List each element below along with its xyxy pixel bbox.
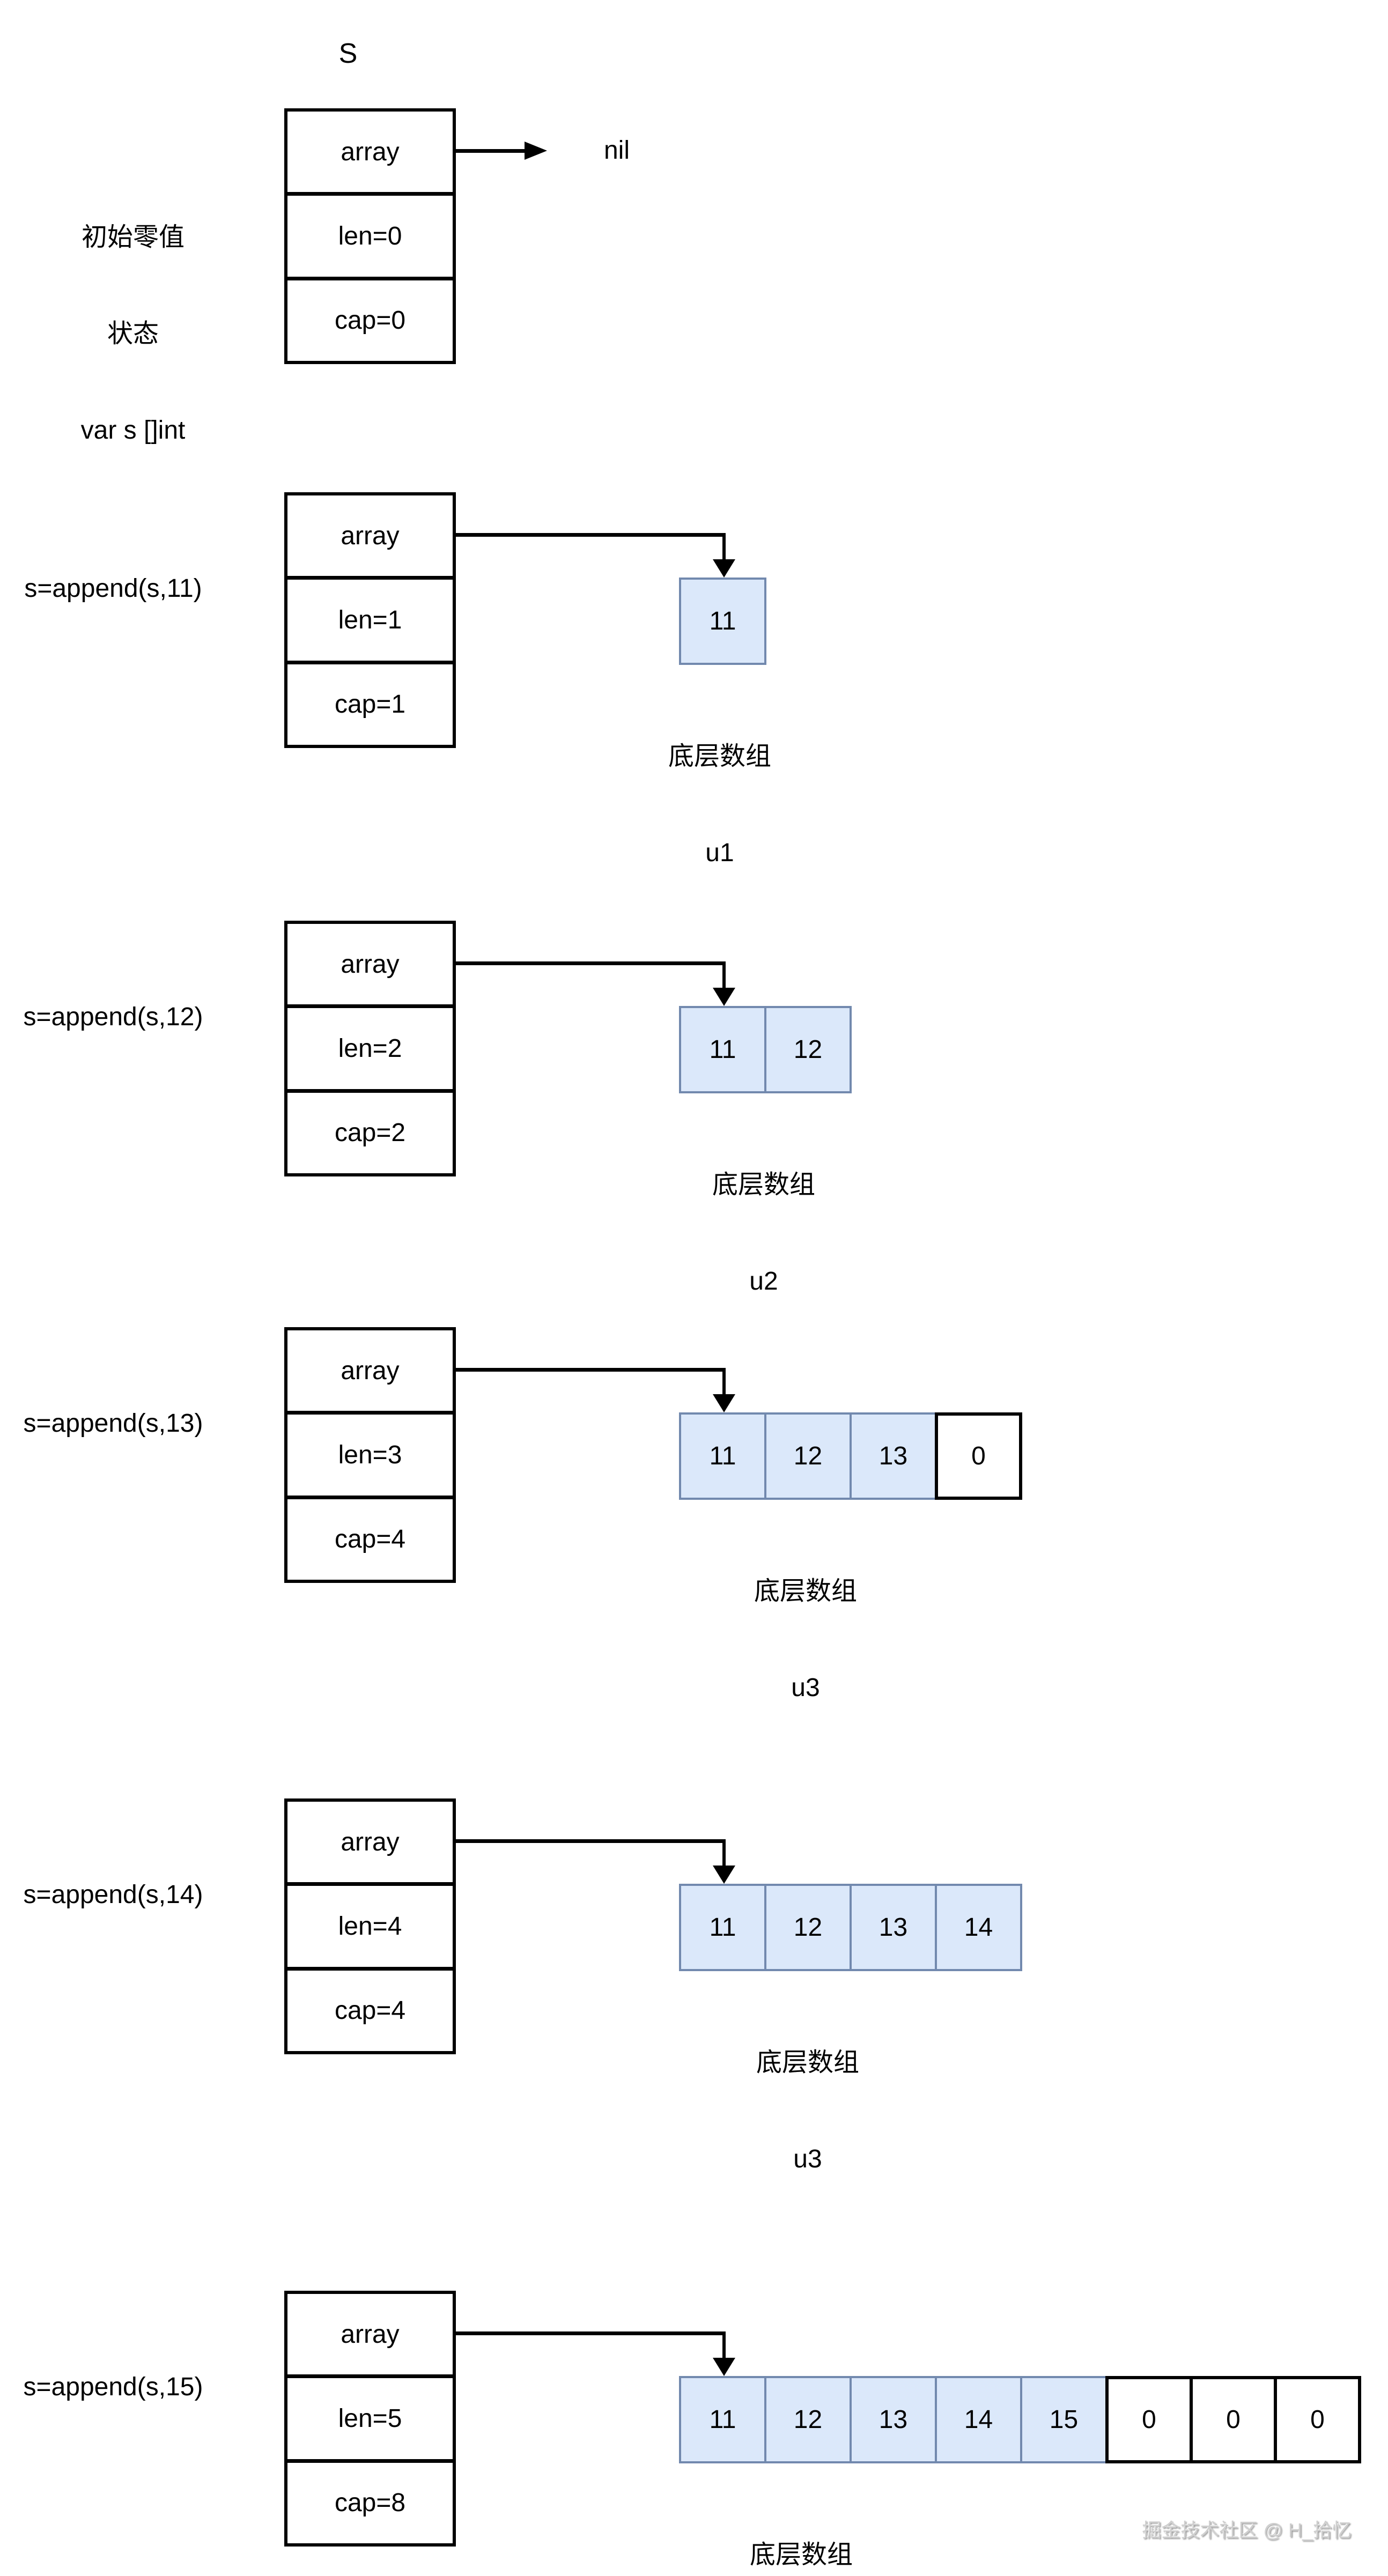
underlying-array-caption: 底层数组 u2 [656, 1105, 871, 1362]
array-cell-filled: 13 [850, 1884, 937, 1971]
underlying-array-caption: 底层数组 u3 [700, 1982, 915, 2240]
step-label: s=append(s,15) [23, 2373, 203, 2401]
pointer-arrow-horizontal [456, 2331, 726, 2335]
slice-len-field: len=4 [287, 1882, 453, 1966]
step-label: s=append(s,13) [23, 1409, 203, 1438]
slice-len-field: len=1 [287, 576, 453, 660]
slice-header-box: array len=4 cap=4 [284, 1798, 456, 2054]
array-cell-filled: 11 [679, 1412, 766, 1500]
underlying-array-name: u3 [793, 2145, 822, 2173]
array-cell-filled: 12 [764, 2376, 852, 2463]
underlying-array-name: u1 [705, 839, 734, 867]
array-cell-filled: 12 [764, 1412, 852, 1500]
pointer-arrowhead-icon [713, 2358, 735, 2376]
underlying-array-label: 底层数组 [754, 1577, 857, 1605]
slice-cap-field: cap=1 [287, 660, 453, 745]
array-cell-filled: 13 [850, 2376, 937, 2463]
underlying-array-label: 底层数组 [712, 1171, 815, 1199]
slice-header-box: array len=5 cap=8 [284, 2291, 456, 2547]
nil-label: nil [603, 136, 630, 165]
array-cell-filled: 12 [764, 1006, 852, 1093]
array-cell-empty: 0 [1105, 2376, 1193, 2463]
pointer-arrowhead-icon [713, 1394, 735, 1412]
array-cell-filled: 11 [679, 2376, 766, 2463]
pointer-arrowhead-icon [713, 1866, 735, 1884]
underlying-array-cells: 11 [679, 578, 766, 665]
slice-array-field: array [341, 137, 400, 166]
slice-len-field: len=3 [287, 1411, 453, 1495]
underlying-array-label: 底层数组 [756, 2048, 859, 2077]
slice-cap-field: cap=4 [287, 1966, 453, 2051]
underlying-array-label: 底层数组 [668, 742, 771, 771]
slice-array-field: array [341, 521, 400, 550]
slice-cap-field: cap=8 [287, 2459, 453, 2543]
pointer-arrow-vertical [722, 1841, 726, 1866]
array-cell-empty: 0 [1190, 2376, 1277, 2463]
slice-len-field: len=5 [287, 2374, 453, 2459]
underlying-array-cells: 11 12 13 14 15 0 0 0 [679, 2376, 1361, 2463]
slice-cap-field: cap=0 [287, 276, 453, 361]
slice-header-box: array len=2 cap=2 [284, 921, 456, 1176]
pointer-arrow-horizontal [456, 961, 726, 965]
underlying-array-caption: 底层数组 u3 [698, 1511, 913, 1768]
pointer-arrowhead-icon [713, 559, 735, 578]
step-label: s=append(s,12) [23, 1003, 203, 1031]
pointer-arrow-vertical [722, 2333, 726, 2358]
pointer-arrow-horizontal [456, 1368, 726, 1372]
slice-variable-title: S [338, 38, 358, 69]
underlying-array-name: u3 [791, 1674, 820, 1702]
underlying-array-label: 底层数组 [749, 2541, 853, 2569]
array-cell-filled: 15 [1020, 2376, 1108, 2463]
pointer-arrow-line [456, 149, 526, 153]
underlying-array-cells: 11 12 13 0 [679, 1412, 1022, 1500]
underlying-array-cells: 11 12 13 14 [679, 1884, 1022, 1971]
pointer-arrow-vertical [722, 1370, 726, 1394]
pointer-arrow-horizontal [456, 1839, 726, 1843]
array-cell-filled: 13 [850, 1412, 937, 1500]
slice-array-field: array [341, 1827, 400, 1856]
underlying-array-caption: 底层数组 u1 [612, 676, 827, 934]
pointer-arrow-vertical [722, 535, 726, 559]
slice-len-field: len=0 [287, 192, 453, 276]
slice-array-field: array [341, 2320, 400, 2349]
step-label-line: 初始零值 [81, 223, 184, 251]
step-label-line: 状态 [107, 320, 159, 348]
pointer-arrow-vertical [722, 963, 726, 988]
array-cell-filled: 11 [679, 578, 766, 665]
array-cell-filled: 11 [679, 1884, 766, 1971]
step-label-line: var s []int [80, 416, 186, 445]
pointer-arrow-horizontal [456, 533, 726, 537]
slice-cap-field: cap=4 [287, 1495, 453, 1580]
slice-array-field: array [341, 950, 400, 979]
array-cell-filled: 14 [935, 1884, 1022, 1971]
underlying-array-caption: 底层数组 u4 [694, 2475, 909, 2576]
step-label: 初始零值 状态 var s []int [26, 157, 240, 511]
step-label: s=append(s,11) [24, 574, 202, 603]
slice-header-box: array len=0 cap=0 [284, 108, 456, 364]
step-label: s=append(s,14) [23, 1881, 203, 1909]
slice-header-box: array len=1 cap=1 [284, 492, 456, 748]
slice-header-box: array len=3 cap=4 [284, 1327, 456, 1583]
underlying-array-name: u2 [749, 1267, 778, 1296]
pointer-arrowhead-icon [713, 988, 735, 1006]
watermark: 掘金技术社区 @ H_拾忆 [1142, 2519, 1352, 2541]
array-cell-filled: 14 [935, 2376, 1022, 2463]
slice-array-field: array [341, 1356, 400, 1385]
slice-cap-field: cap=2 [287, 1089, 453, 1173]
slice-len-field: len=2 [287, 1004, 453, 1089]
array-cell-filled: 11 [679, 1006, 766, 1093]
underlying-array-cells: 11 12 [679, 1006, 852, 1093]
array-cell-filled: 12 [764, 1884, 852, 1971]
pointer-arrowhead-icon [525, 142, 547, 160]
array-cell-empty: 0 [935, 1412, 1022, 1500]
array-cell-empty: 0 [1274, 2376, 1361, 2463]
